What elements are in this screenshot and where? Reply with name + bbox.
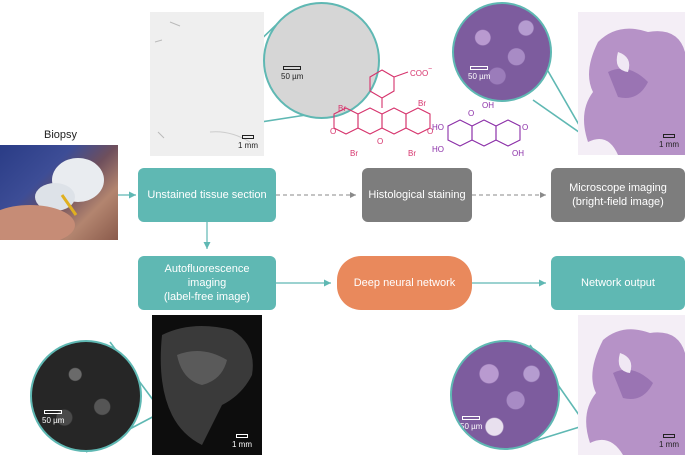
svg-text:O: O [330,127,336,136]
scale-bar-stained-overview: 1 mm [659,134,679,149]
scale-bar-stained-zoom: 50 µm [468,66,490,81]
stained-zoom-circle: 50 µm [452,2,552,102]
eosin-molecule: COO − Br Br O O O Br Br [330,66,433,158]
unstained-zoom-circle: 50 µm [263,2,380,119]
svg-text:−: − [428,66,432,73]
scale-bar-unstained-zoom: 50 µm [281,66,303,81]
scale-bar-autofluor-overview: 1 mm [232,434,252,449]
scale-bar-output-zoom: 50 µm [460,416,482,431]
biopsy-illustration [0,158,104,240]
scale-bar-output-overview: 1 mm [659,434,679,449]
svg-text:Br: Br [418,99,426,108]
svg-text:COO: COO [410,69,428,78]
deep-neural-network-box: Deep neural network [337,256,472,310]
svg-text:Br: Br [350,149,358,158]
svg-text:Br: Br [408,149,416,158]
svg-text:HO: HO [432,145,444,154]
output-overview-image: 1 mm [578,315,685,455]
autofluorescence-imaging-box: Autofluorescence imaging (label-free ima… [138,256,276,310]
svg-text:O: O [427,127,433,136]
stained-overview-image: 1 mm [578,12,685,155]
autofluor-zoom-circle: 50 µm [30,340,142,452]
svg-text:OH: OH [512,149,524,158]
autofluor-overview-image: 1 mm [152,315,262,455]
svg-text:Br: Br [338,104,346,113]
microscope-imaging-box: Microscope imaging (bright-field image) [551,168,685,222]
biopsy-photo [0,145,118,240]
unstained-overview-image: 1 mm [150,12,264,156]
histological-staining-box: Histological staining [362,168,472,222]
biopsy-label: Biopsy [44,129,78,141]
svg-text:OH: OH [482,101,494,110]
svg-text:O: O [377,137,383,146]
svg-text:O: O [468,109,474,118]
hematoxylin-molecule: OH O HO HO O OH [432,101,528,158]
network-output-box: Network output [551,256,685,310]
svg-text:O: O [522,123,528,132]
scale-bar-unstained-overview: 1 mm [238,135,258,150]
unstained-tissue-section-box: Unstained tissue section [138,168,276,222]
output-zoom-circle: 50 µm [450,340,560,450]
svg-text:HO: HO [432,123,444,132]
scale-bar-autofluor-zoom: 50 µm [42,410,64,425]
